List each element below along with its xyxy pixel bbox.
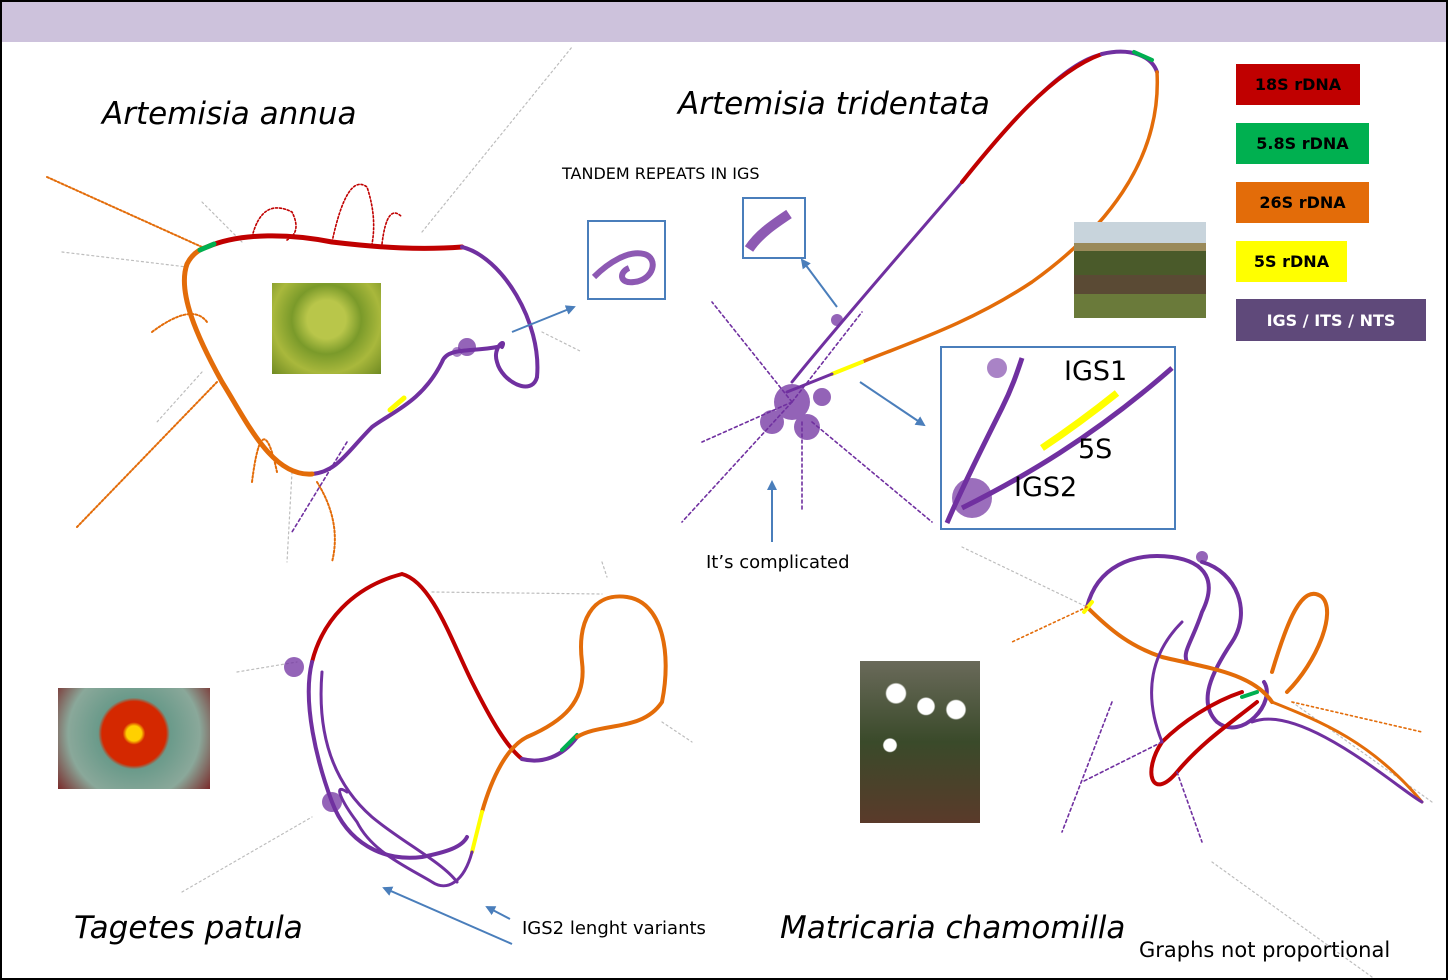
photo-artemisia-annua [272, 283, 381, 374]
header-bar [2, 2, 1446, 42]
label-5s: 5S [1078, 434, 1113, 465]
species-label-artemisia-annua: Artemisia annua [102, 96, 357, 132]
annotation-arrows [382, 258, 926, 945]
legend-label-18s: 18S rDNA [1254, 75, 1342, 94]
photo-artemisia-tridentata [1074, 222, 1206, 318]
graph-artemisia-tridentata [681, 49, 1159, 523]
note-tandem-repeats: TANDEM REPEATS IN IGS [562, 164, 760, 183]
legend-item-18s: 18S rDNA [1236, 64, 1360, 105]
species-label-matricaria-chamomilla: Matricaria chamomilla [780, 910, 1126, 946]
note-not-proportional: Graphs not proportional [1139, 938, 1391, 962]
legend-item-5s: 5S rDNA [1236, 241, 1347, 282]
legend-label-igs: IGS / ITS / NTS [1266, 310, 1396, 330]
legend-item-26s: 26S rDNA [1236, 182, 1369, 223]
graph-artemisia-annua [46, 46, 583, 563]
note-igs2-variants: IGS2 lenght variants [522, 918, 706, 939]
label-igs1: IGS1 [1064, 356, 1128, 387]
zoom-tridentata-igs: IGS1 5S IGS2 [940, 346, 1176, 530]
photo-matricaria-chamomilla [860, 661, 980, 823]
legend-label-5s: 5S rDNA [1253, 252, 1330, 271]
species-label-artemisia-tridentata: Artemisia tridentata [678, 86, 990, 122]
note-complicated: It’s complicated [706, 552, 850, 573]
zoom-tridentata-repeat [742, 197, 806, 259]
legend-item-58s: 5.8S rDNA [1236, 123, 1369, 164]
graph-matricaria-chamomilla [961, 546, 1433, 978]
legend-label-26s: 26S rDNA [1259, 193, 1346, 212]
label-igs2: IGS2 [1014, 472, 1078, 503]
legend-item-igs: IGS / ITS / NTS [1236, 299, 1426, 341]
species-label-tagetes-patula: Tagetes patula [74, 910, 303, 946]
zoom-annua-repeat [587, 220, 666, 300]
legend-label-58s: 5.8S rDNA [1256, 134, 1349, 153]
graph-tagetes-patula [181, 561, 693, 893]
photo-tagetes-patula [58, 688, 210, 789]
